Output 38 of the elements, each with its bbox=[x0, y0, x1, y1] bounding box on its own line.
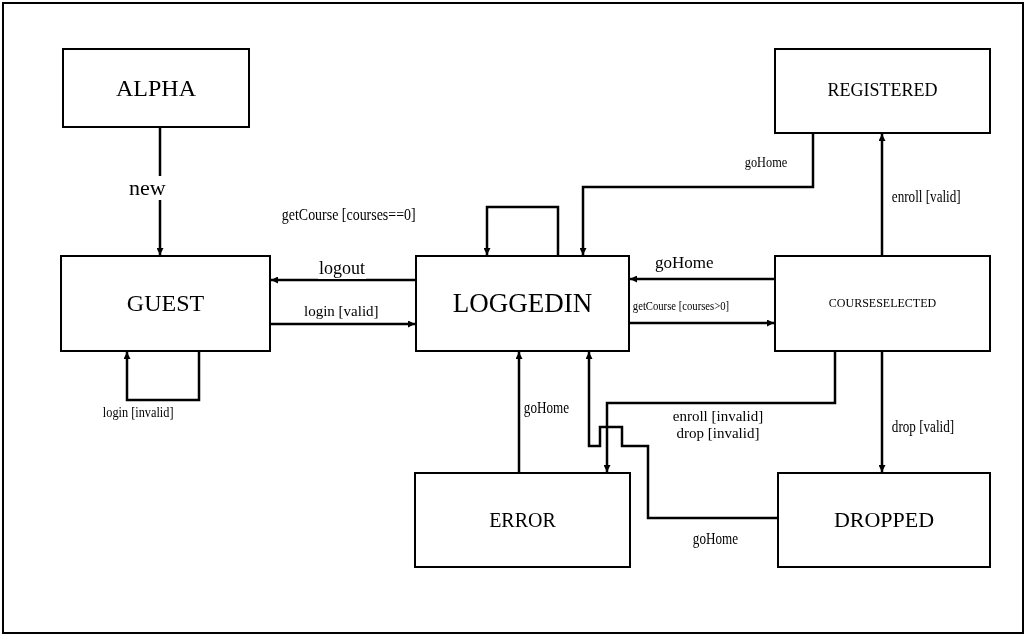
transition-arrow bbox=[603, 352, 837, 472]
edge-label: goHome bbox=[744, 154, 788, 171]
transition-arrow bbox=[579, 134, 815, 255]
edge-label: goHome bbox=[692, 530, 739, 548]
edge-label: drop [valid] bbox=[891, 418, 955, 436]
state-label: ERROR bbox=[489, 509, 556, 531]
edge-label: logout bbox=[318, 259, 366, 279]
edge-label: enroll [valid] bbox=[891, 188, 962, 206]
transition-arrow bbox=[271, 276, 415, 284]
edge-label: goHome bbox=[654, 254, 715, 273]
edge-label: goHome bbox=[523, 399, 570, 417]
transition-arrow bbox=[271, 320, 415, 328]
state-box bbox=[774, 48, 991, 134]
state-label: COURSESELECTED bbox=[828, 296, 937, 311]
transition-arrow bbox=[630, 319, 774, 327]
edge-label: login [valid] bbox=[303, 303, 380, 320]
state-label: GUEST bbox=[126, 290, 205, 317]
state-box bbox=[414, 472, 631, 568]
transition-arrow bbox=[878, 134, 886, 255]
edge-label: new bbox=[128, 176, 167, 201]
state-label: DROPPED bbox=[833, 507, 935, 533]
state-label: ALPHA bbox=[116, 74, 196, 102]
transition-arrow bbox=[585, 352, 777, 520]
state-box bbox=[415, 255, 630, 352]
state-box bbox=[62, 48, 250, 128]
edge-label: getCourse [courses>0] bbox=[632, 299, 730, 314]
edge-label: login [invalid] bbox=[102, 404, 175, 421]
state-box bbox=[60, 255, 271, 352]
state-label: LOGGEDIN bbox=[452, 288, 593, 319]
transition-arrow bbox=[483, 205, 560, 255]
state-box bbox=[777, 472, 991, 568]
state-box bbox=[774, 255, 991, 352]
edge-label: getCourse [courses==0] bbox=[281, 206, 417, 225]
transition-arrow bbox=[515, 352, 523, 472]
state-label: REGISTERED bbox=[827, 81, 938, 101]
transition-arrow bbox=[630, 275, 774, 283]
transition-arrow bbox=[878, 352, 886, 472]
transition-arrow bbox=[123, 352, 201, 402]
